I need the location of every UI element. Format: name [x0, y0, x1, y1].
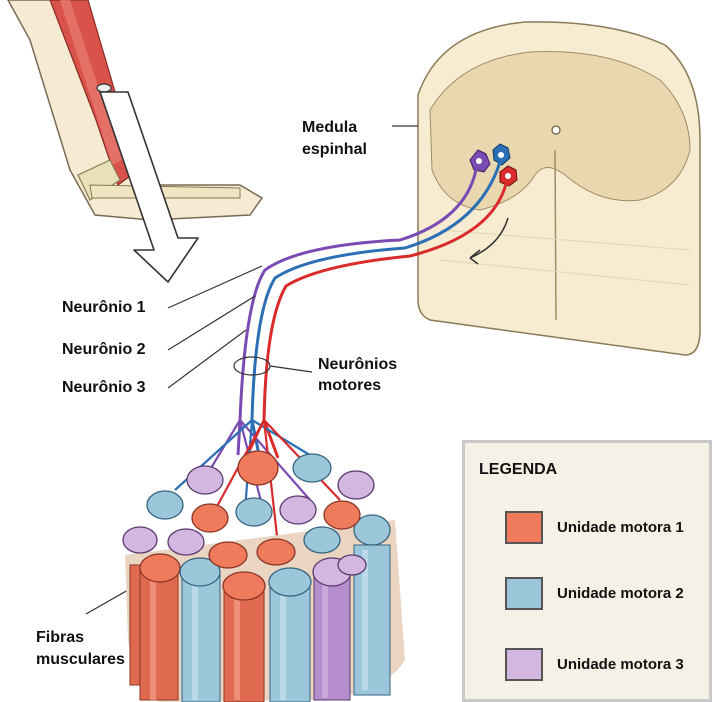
spinal-cord-label-line1: Medula: [302, 118, 357, 138]
spinal-cord-label-line2: espinhal: [302, 140, 367, 160]
motor-neurons-label-line1: Neurônios: [318, 355, 397, 375]
legend-label-3: Unidade motora 3: [557, 656, 684, 673]
electrode-icon: [97, 84, 111, 92]
legend-swatch-3: [505, 648, 543, 681]
muscle-fibers-label-line1: Fibras: [36, 628, 84, 648]
fiber-ends: [123, 451, 390, 600]
legend-label-1: Unidade motora 1: [557, 519, 684, 536]
legend: LEGENDA Unidade motora 1 Unidade motora …: [462, 440, 712, 702]
spinal-cord-cross-section: [392, 22, 700, 355]
motor-neurons-label-line2: motores: [318, 376, 381, 396]
neuron3-label: Neurônio 3: [62, 378, 146, 398]
legend-item-motor-unit-2: Unidade motora 2: [505, 577, 684, 610]
muscle-fibers-label-line2: musculares: [36, 650, 125, 670]
neuron1-label: Neurônio 1: [62, 298, 146, 318]
legend-label-2: Unidade motora 2: [557, 585, 684, 602]
legend-title: LEGENDA: [479, 461, 557, 479]
legend-item-motor-unit-3: Unidade motora 3: [505, 648, 684, 681]
legend-swatch-2: [505, 577, 543, 610]
neuron2-label: Neurônio 2: [62, 340, 146, 360]
legend-item-motor-unit-1: Unidade motora 1: [505, 511, 684, 544]
legend-swatch-1: [505, 511, 543, 544]
